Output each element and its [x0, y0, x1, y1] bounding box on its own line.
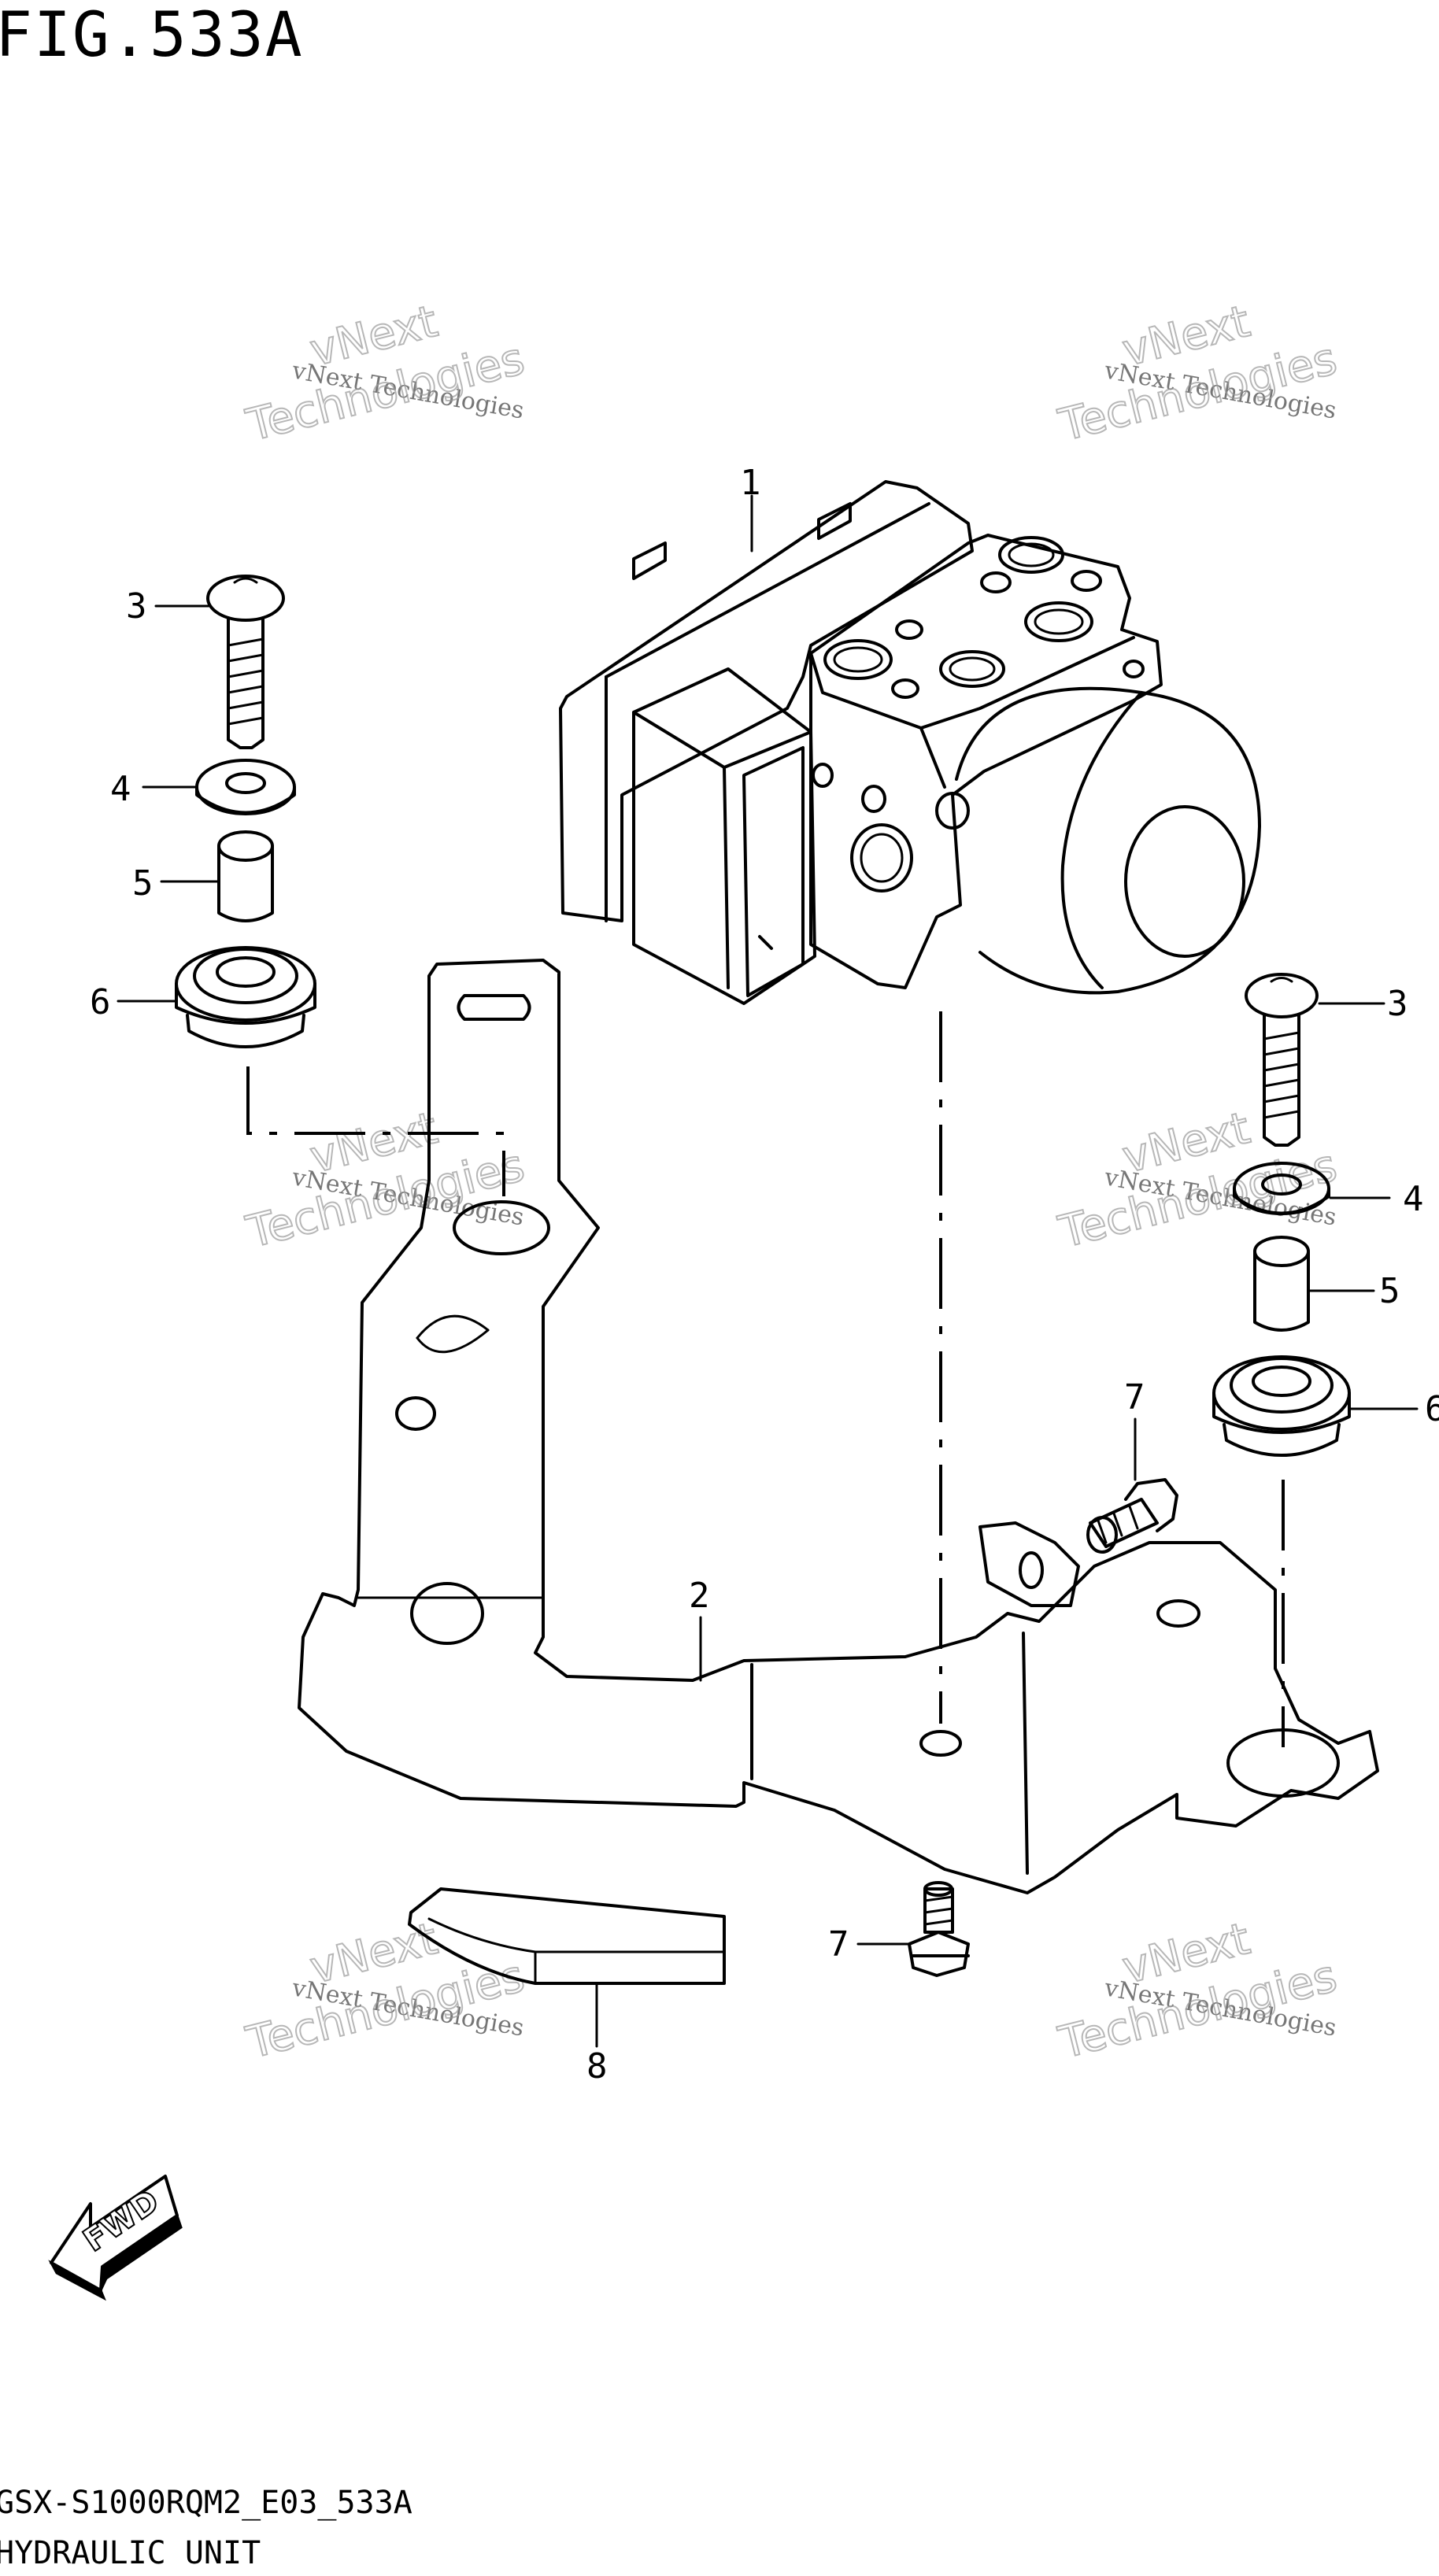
washer-part-4-right — [1233, 1162, 1330, 1215]
watermark-top-right: vNext Technologies vNext Technologies — [1053, 295, 1343, 453]
pad-part-8 — [408, 1887, 726, 1985]
callout-6-left: 6 — [90, 982, 111, 1022]
grommet-part-6-right — [1212, 1355, 1351, 1457]
figure-title: FIG.533A — [0, 0, 304, 71]
callout-labels: 1 2 3 4 5 6 3 4 5 6 7 7 8 — [90, 463, 1439, 2086]
callout-2: 2 — [689, 1576, 710, 1616]
collar-part-5-left — [217, 830, 274, 922]
washer-part-4-left — [195, 759, 296, 815]
callout-3-left: 3 — [126, 586, 147, 626]
bolt-part-7-upper — [1086, 1478, 1178, 1554]
fwd-arrow-icon: FWD — [48, 2175, 183, 2301]
collar-part-5-right — [1253, 1236, 1310, 1332]
watermark-bottom-right: vNext Technologies vNext Technologies — [1053, 1913, 1343, 2070]
callout-5-left: 5 — [132, 863, 154, 904]
callout-6-right: 6 — [1425, 1389, 1439, 1429]
center-line-grommet-left — [246, 1066, 505, 1196]
bolt-part-3-left — [206, 575, 285, 749]
callout-5-right: 5 — [1379, 1271, 1400, 1311]
callout-4-right: 4 — [1403, 1179, 1424, 1219]
callout-1: 1 — [740, 463, 761, 503]
grommet-part-6-left — [175, 946, 316, 1048]
callout-7-upper: 7 — [1124, 1377, 1145, 1417]
watermark-mid-left: vNext Technologies vNext Technologies — [241, 1102, 531, 1259]
hydraulic-unit-part-1 — [559, 480, 1261, 1005]
bolt-part-7-lower — [908, 1881, 970, 1977]
callout-4-left: 4 — [110, 769, 131, 809]
callout-7-lower: 7 — [828, 1924, 849, 1964]
watermark-bottom-left: vNext Technologies vNext Technologies — [241, 1913, 531, 2070]
bracket-part-2 — [298, 959, 1379, 1894]
leader-lines — [117, 494, 1419, 2048]
callout-8: 8 — [586, 2046, 608, 2086]
part-name: HYDRAULIC UNIT — [0, 2535, 261, 2571]
model-code: GSX-S1000RQM2_E03_533A — [0, 2485, 412, 2521]
callout-3-right: 3 — [1387, 984, 1408, 1024]
bolt-part-3-right — [1245, 973, 1319, 1147]
watermark-top-left: vNext Technologies vNext Technologies — [241, 295, 531, 453]
